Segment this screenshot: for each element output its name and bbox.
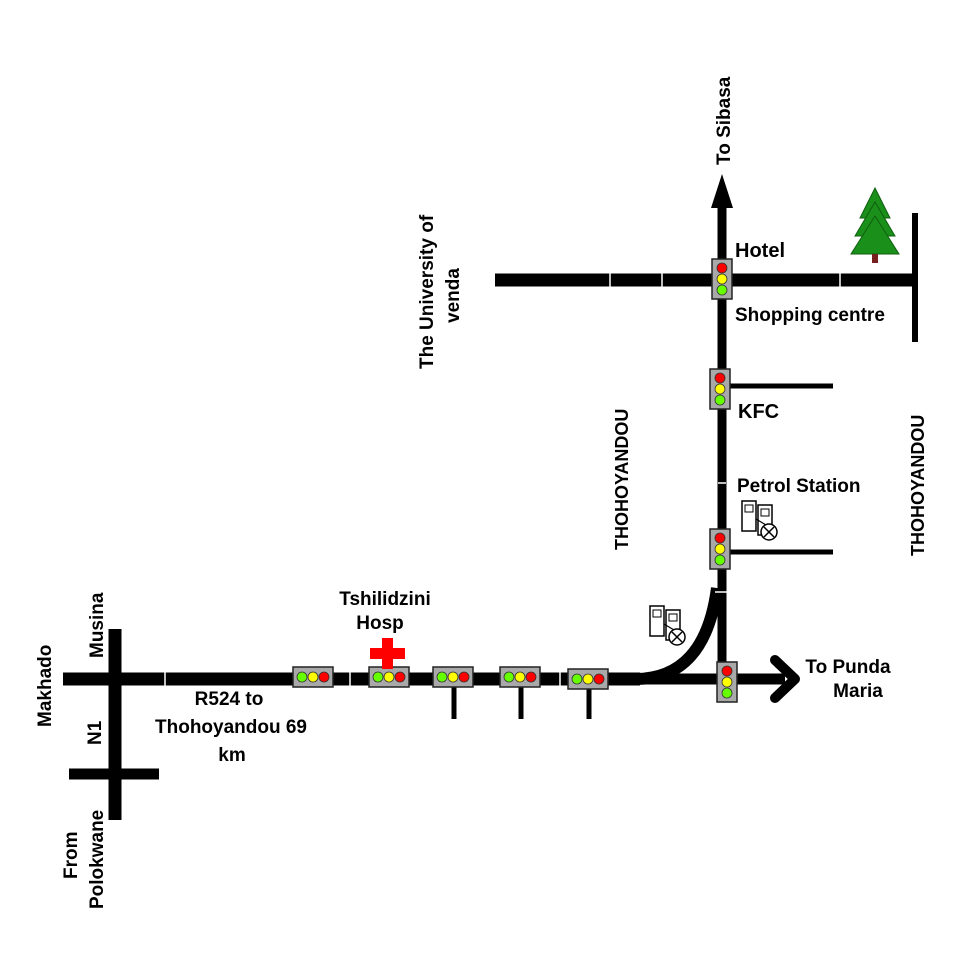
university-label-line2: venda [443,268,464,323]
traffic-light-icon [432,666,474,688]
labels: To Sibasa Hotel The University of venda … [35,76,928,909]
traffic-light-icon [292,666,334,688]
traffic-light-icon [711,258,733,300]
university-label-line1: The University of [417,214,438,369]
punda-maria-label-line2: Maria [833,681,883,702]
petrol-station-label: Petrol Station [737,476,861,497]
thohoyandou-left-label: THOHOYANDOU [612,409,632,550]
thohoyandou-right-label: THOHOYANDOU [908,415,928,556]
petrol-pump-icon [741,500,778,541]
hospital-label-line1: Tshilidzini [339,589,430,610]
punda-maria-label-line1: To Punda [805,657,891,678]
arrow-icon [711,174,733,208]
musina-label: Musina [87,592,108,658]
traffic-light-icon [709,368,731,410]
hospital-label-line2: Hosp [356,613,404,634]
traffic-light-icon [709,528,731,570]
petrol-pump-icon [649,605,686,646]
arrow-icon [770,655,800,703]
from-polokwane-label-line2: Polokwane [87,810,108,909]
makhado-label: Makhado [35,645,56,727]
r524-label-line1: R524 to [195,689,264,710]
roads [63,174,918,820]
kfc-label: KFC [738,401,779,423]
traffic-light-icon [716,661,738,703]
hotel-label: Hotel [735,240,785,262]
r524-label-line2: Thohoyandou 69 [155,717,307,738]
traffic-light-icon [368,666,410,688]
from-polokwane-label-line1: From [61,832,82,880]
road-segment-lines [164,273,841,686]
hospital-cross-icon [370,638,405,669]
shopping-centre-label: Shopping centre [735,305,885,326]
r524-label-line3: km [218,745,245,766]
to-sibasa-label: To Sibasa [714,76,735,165]
traffic-light-icon [567,668,609,690]
tree-icon [850,186,900,263]
traffic-light-icon [499,666,541,688]
n1-label: N1 [85,720,106,745]
